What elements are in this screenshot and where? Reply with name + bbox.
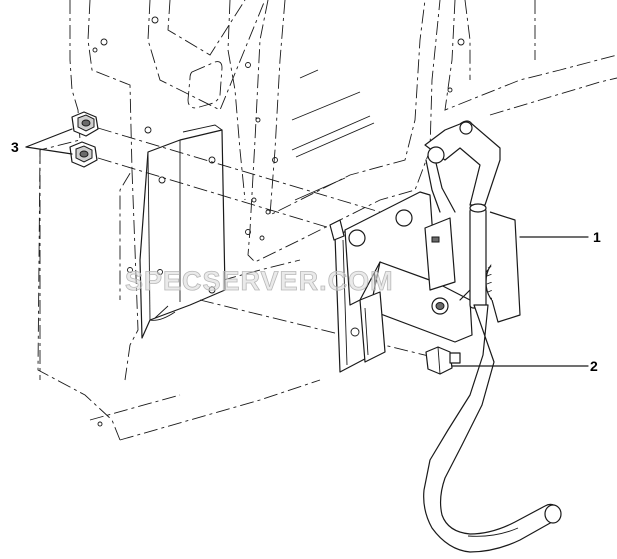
pedal-bracket-assembly xyxy=(329,120,521,373)
lock-nuts xyxy=(69,111,99,168)
pedal-lever xyxy=(423,304,562,553)
callout-2: 2 xyxy=(590,358,598,374)
lock-nut-upper xyxy=(71,111,99,137)
pedal-bolt xyxy=(425,346,461,375)
mounting-plate xyxy=(139,124,226,339)
lock-nut-lower xyxy=(69,141,98,168)
callout-3: 3 xyxy=(11,139,19,155)
cab-panel-outline xyxy=(37,0,617,441)
callout-leaders xyxy=(25,128,589,367)
watermark: SPECSERVER.COM xyxy=(125,266,394,296)
callout-1: 1 xyxy=(593,229,601,245)
